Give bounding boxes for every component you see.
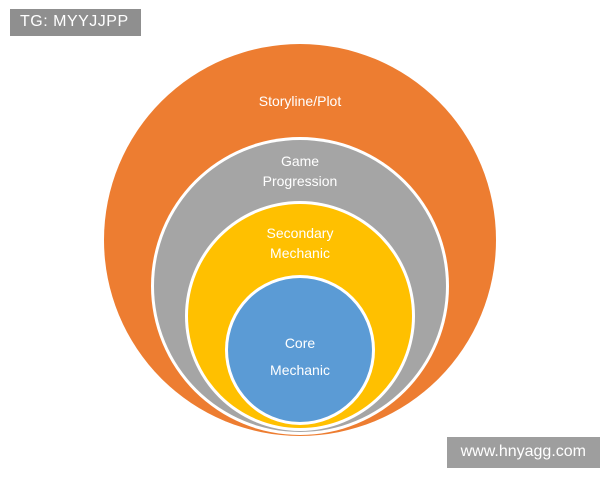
watermark: www.hnyagg.com xyxy=(446,437,600,468)
ring-label-core-mechanic: Core Mechanic xyxy=(270,335,330,378)
ring-core-mechanic: Core Mechanic xyxy=(228,278,372,422)
ring-label-storyline-plot: Storyline/Plot xyxy=(258,93,342,109)
ring-label-secondary-mechanic: Secondary Mechanic xyxy=(266,225,334,261)
tag-label: TG: MYYJJPP xyxy=(10,9,141,36)
ring-label-game-progression: Game Progression xyxy=(262,153,338,189)
